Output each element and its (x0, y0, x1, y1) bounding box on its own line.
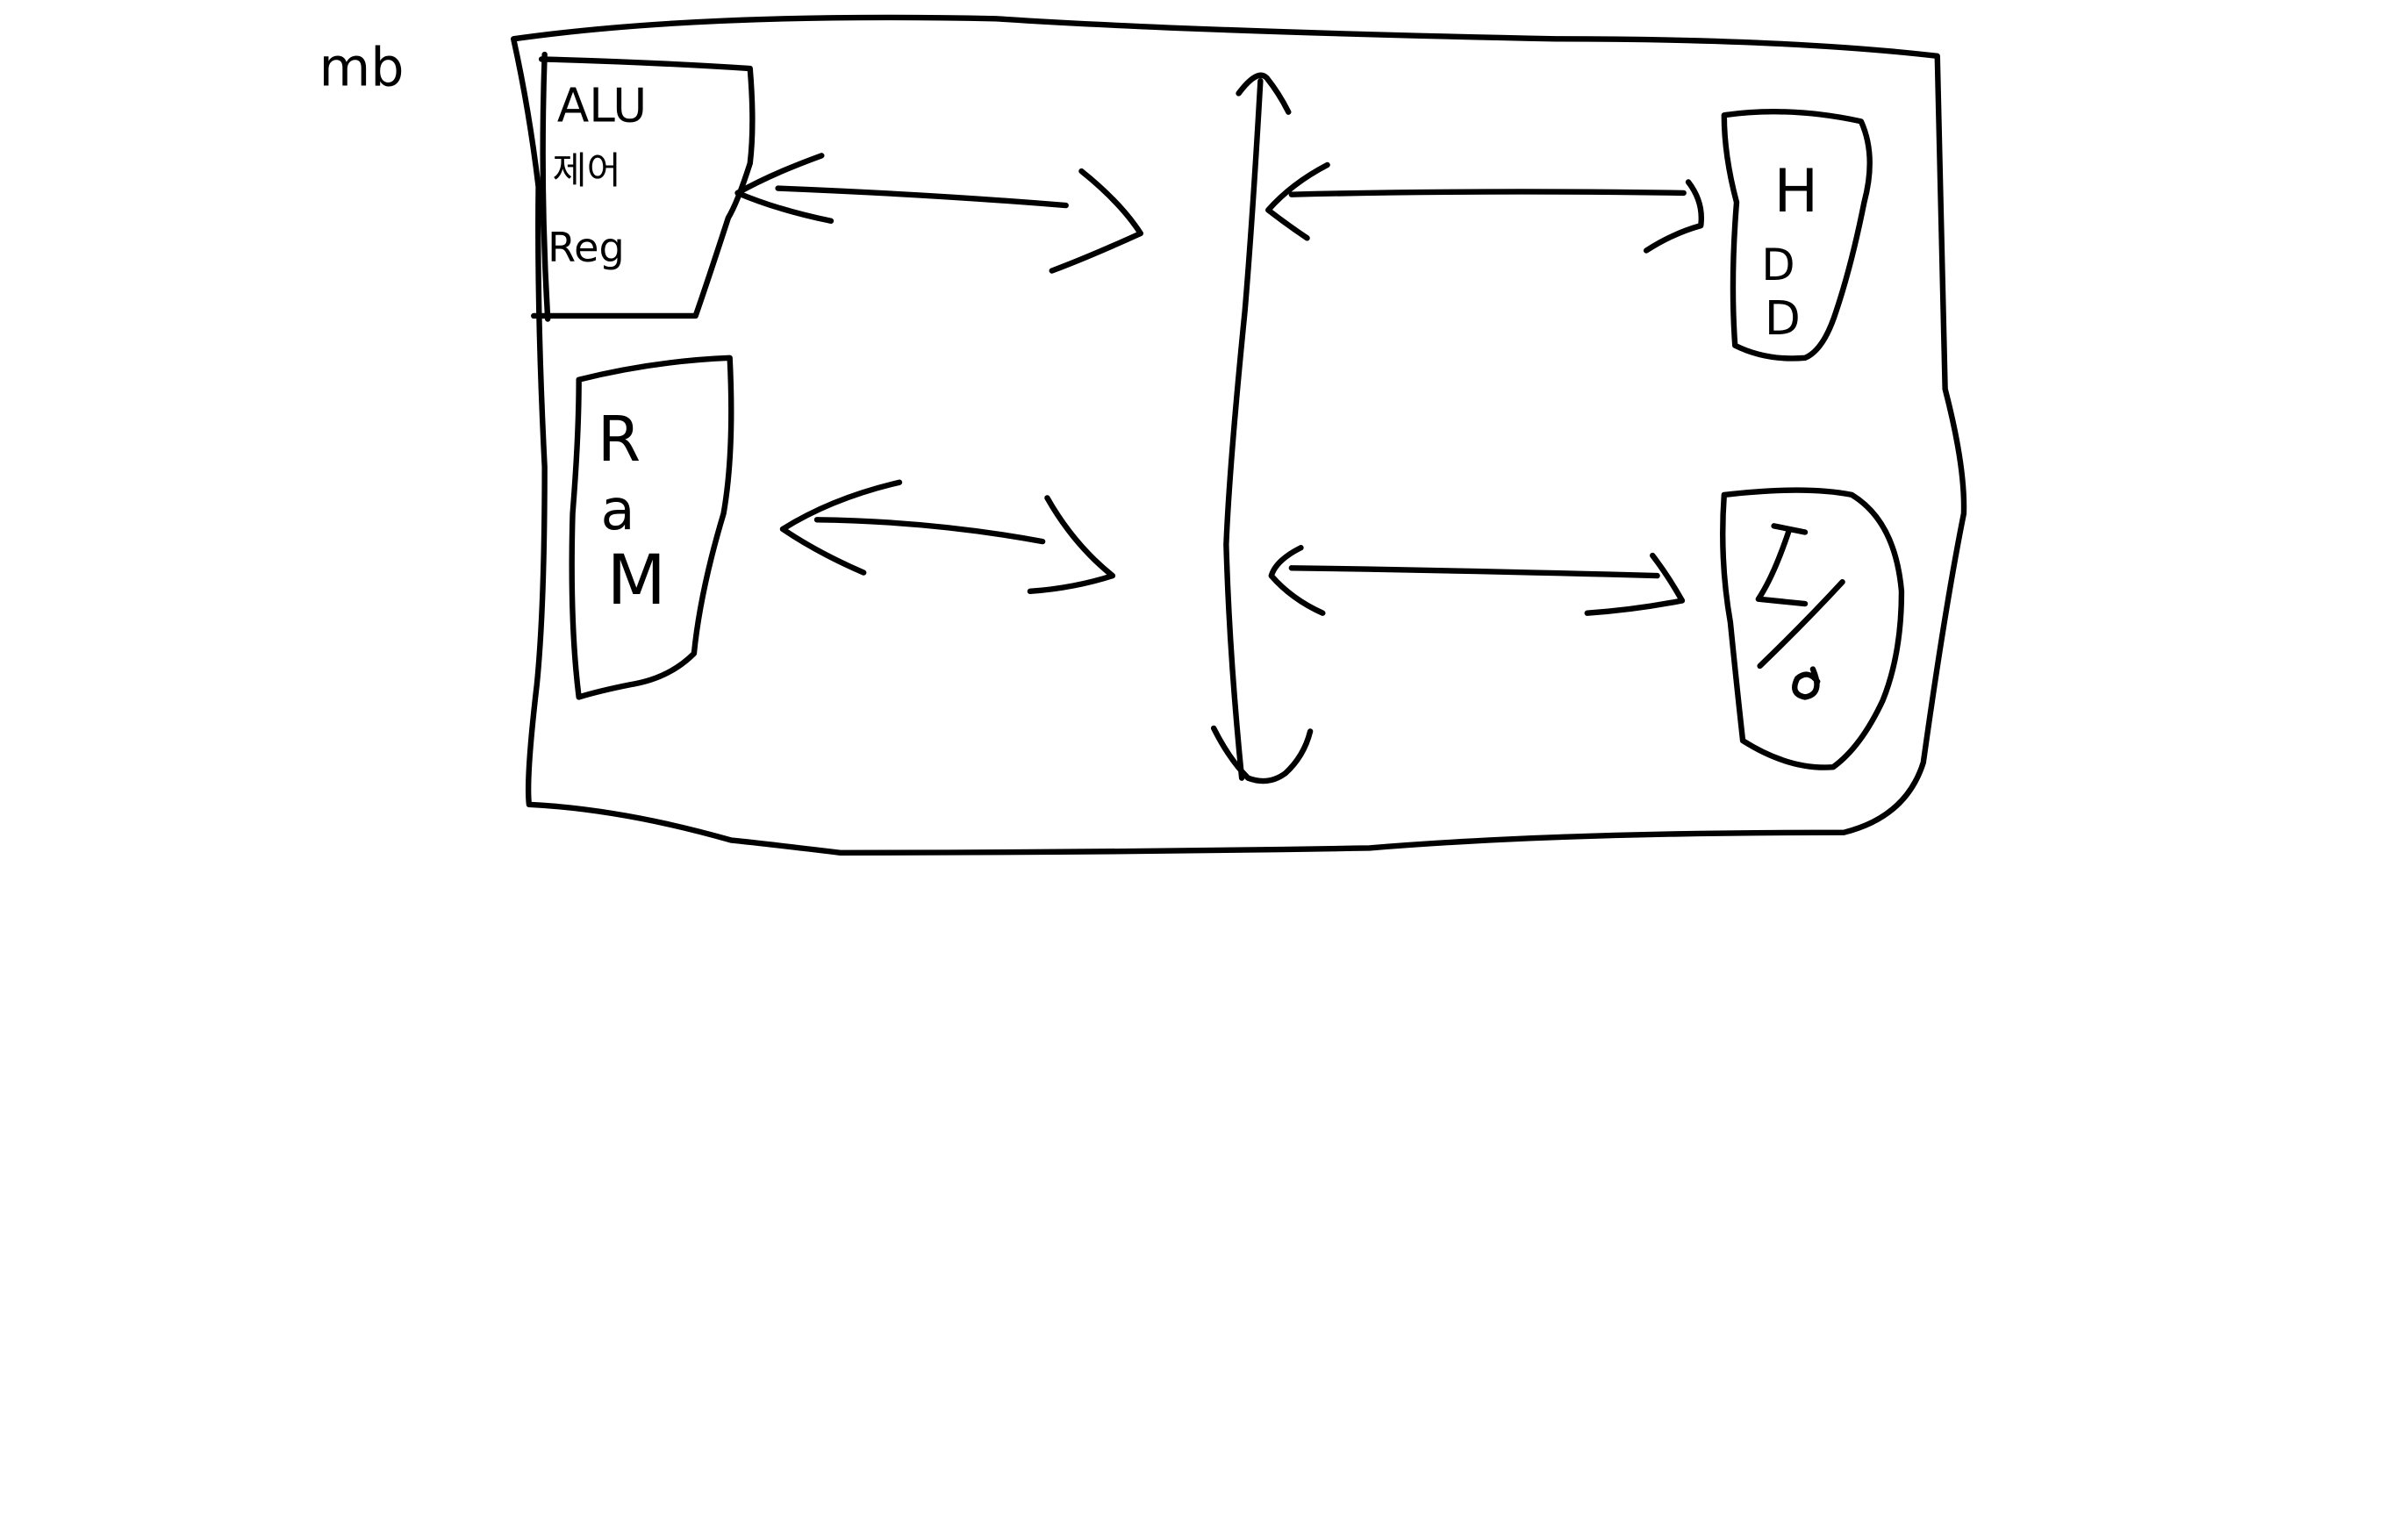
hdd-d1-letter: D (1761, 240, 1795, 290)
hdd-h-letter: H (1774, 156, 1819, 226)
cpu-control-label: 제어 (553, 150, 621, 193)
bus-hdd-arrow-left-head-icon (1265, 161, 1330, 241)
io-block (1720, 487, 1905, 770)
bus-io-arrow-right-head-icon (1584, 552, 1686, 616)
ram-outline (569, 355, 734, 700)
ram-a-letter: a (600, 478, 634, 543)
bus-bottom-arrowhead-icon (1210, 725, 1314, 784)
io-outline (1720, 487, 1905, 770)
bus-hdd-arrow-shaft (1288, 189, 1687, 197)
bus-hdd-arrow-right-head-icon (1643, 179, 1704, 254)
bus-io-arrow-left-head-icon (1268, 545, 1326, 616)
bus-io-arrow-shaft (1288, 565, 1660, 579)
cpu-alu-label: ALU (557, 78, 647, 133)
cpu-left-edge (540, 51, 551, 322)
ink-layer: mb ALU 제어 Reg R a M H D (319, 14, 1967, 856)
cpu-bus-arrow-shaft (775, 185, 1069, 209)
bus-line (1223, 78, 1264, 781)
hdd-d2-letter: D (1765, 291, 1801, 346)
cpu-bus-arrow-left-head-icon (734, 153, 835, 225)
hdd-block: H D D (1721, 109, 1873, 362)
ram-bus-arrow-right-head-icon (1027, 495, 1116, 595)
bus-top-arrowhead-icon (1236, 72, 1292, 115)
board-label: mb (319, 38, 405, 99)
cpu-reg-label: Reg (548, 224, 625, 271)
motherboard-outline (510, 14, 1967, 856)
system-bus (1210, 72, 1314, 784)
cpu-bus-arrow (734, 153, 1144, 274)
ram-bus-arrow (779, 479, 1116, 595)
ram-m-letter: M (607, 541, 666, 620)
io-slash (1757, 579, 1845, 670)
ram-r-letter: R (598, 403, 641, 476)
bus-hdd-arrow (1265, 161, 1704, 254)
bus-io-arrow (1268, 545, 1686, 616)
cpu-outline (531, 56, 756, 319)
ram-block: R a M (569, 355, 734, 700)
io-o-letter (1792, 666, 1821, 700)
io-i-letter (1755, 523, 1809, 607)
hdd-outline (1721, 109, 1873, 362)
ram-bus-arrow-left-head-icon (779, 479, 903, 576)
cpu-block: ALU 제어 Reg (531, 51, 756, 322)
ram-bus-arrow-shaft (813, 517, 1046, 545)
cpu-bus-arrow-right-head-icon (1049, 168, 1144, 274)
